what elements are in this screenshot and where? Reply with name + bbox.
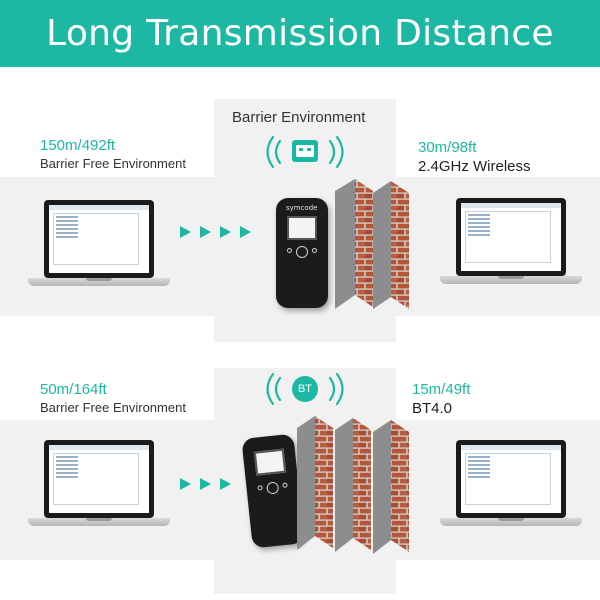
arrow-right-icon (180, 478, 231, 490)
laptop-icon (28, 440, 170, 526)
header-banner: Long Transmission Distance (0, 0, 600, 67)
brick-wall-icon (335, 179, 409, 309)
bluetooth-badge-icon: BT (292, 376, 318, 402)
laptop-icon (28, 200, 170, 286)
laptop-icon (440, 440, 582, 526)
bottom-barrier-distance: 15m/49ft (412, 381, 471, 398)
top-barrier-heading: Barrier Environment (232, 109, 366, 126)
top-free-environment: Barrier Free Environment (40, 156, 186, 171)
top-barrier-distance: 30m/98ft (418, 139, 477, 156)
top-barrier-mode: 2.4GHz Wireless (418, 158, 531, 175)
barcode-scanner-icon: symcode (276, 198, 328, 308)
bottom-barrier-mode: BT4.0 (412, 400, 453, 417)
bottom-free-environment: Barrier Free Environment (40, 400, 186, 415)
wireless-signal-icon (266, 372, 344, 406)
usb-dongle-icon (266, 135, 344, 169)
arrow-right-icon (180, 226, 251, 238)
bottom-free-distance: 50m/164ft (40, 381, 107, 398)
top-free-distance: 150m/492ft (40, 137, 116, 154)
scanner-brand: symcode (286, 204, 318, 212)
page-title: Long Transmission Distance (46, 13, 554, 54)
brick-wall-icon (297, 416, 409, 554)
laptop-icon (440, 198, 582, 284)
